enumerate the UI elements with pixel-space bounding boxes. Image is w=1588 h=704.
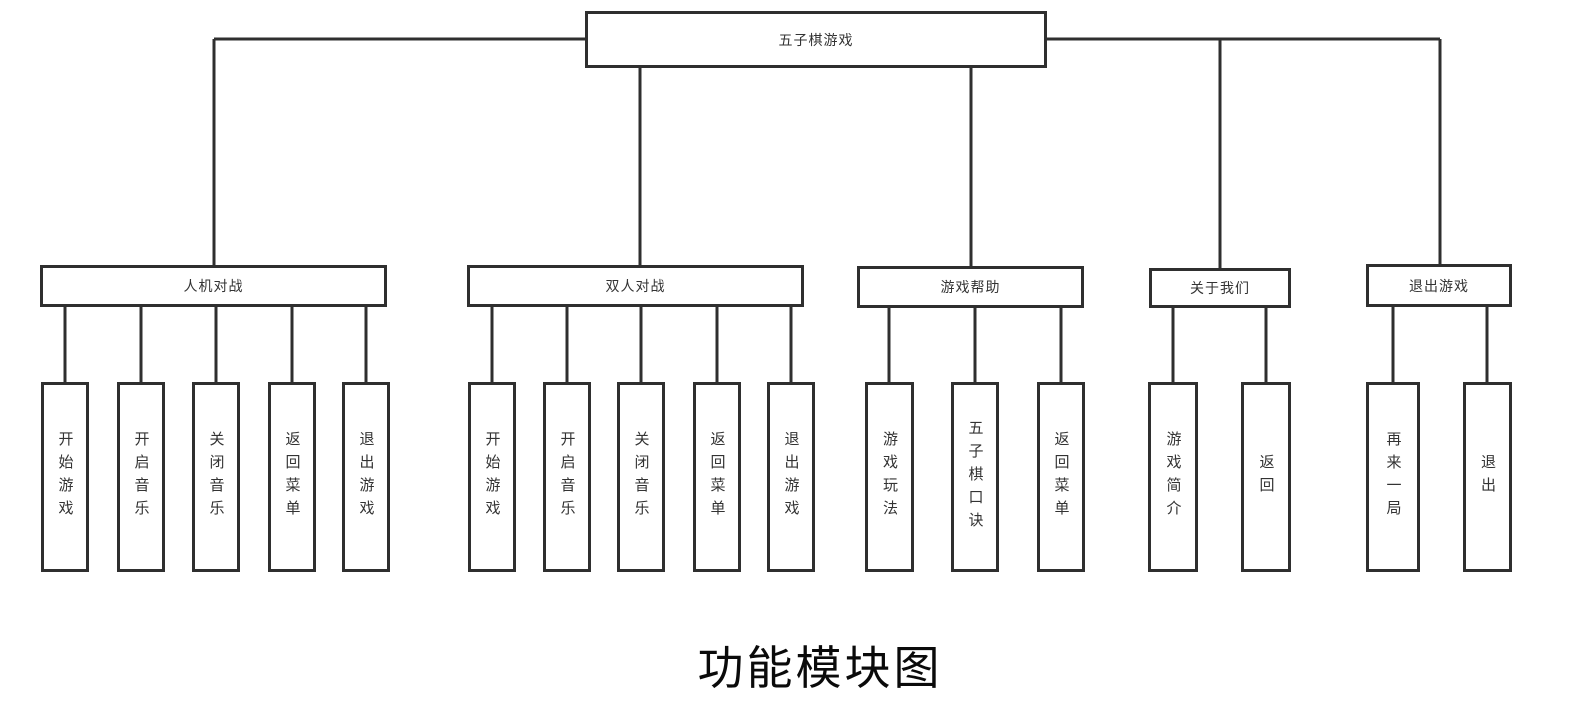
leaf-about-game-intro: 游戏简介 [1148,382,1198,572]
leaf-ai-music-on: 开启音乐 [117,382,165,572]
node-human-vs-ai: 人机对战 [40,265,387,307]
leaf-exit-quit: 退出 [1463,382,1512,572]
leaf-help-return-menu: 返回菜单 [1037,382,1085,572]
leaf-ai-return-menu: 返回菜单 [268,382,316,572]
leaf-2p-start-game: 开始游戏 [468,382,516,572]
leaf-exit-play-again: 再来一局 [1366,382,1420,572]
node-game-root: 五子棋游戏 [585,11,1047,68]
node-exit-game: 退出游戏 [1366,264,1512,307]
leaf-ai-exit-game: 退出游戏 [342,382,390,572]
leaf-help-how-to-play: 游戏玩法 [865,382,914,572]
leaf-ai-start-game: 开始游戏 [41,382,89,572]
leaf-2p-music-on: 开启音乐 [543,382,591,572]
leaf-2p-return-menu: 返回菜单 [693,382,741,572]
leaf-2p-exit-game: 退出游戏 [767,382,815,572]
leaf-2p-music-off: 关闭音乐 [617,382,665,572]
leaf-ai-music-off: 关闭音乐 [192,382,240,572]
leaf-help-gomoku-tips: 五子棋口诀 [951,382,999,572]
diagram-caption: 功能模块图 [697,642,943,694]
leaf-about-return: 返回 [1241,382,1291,572]
node-game-help: 游戏帮助 [857,266,1084,308]
node-about-us: 关于我们 [1149,268,1291,308]
node-two-player: 双人对战 [467,265,804,307]
